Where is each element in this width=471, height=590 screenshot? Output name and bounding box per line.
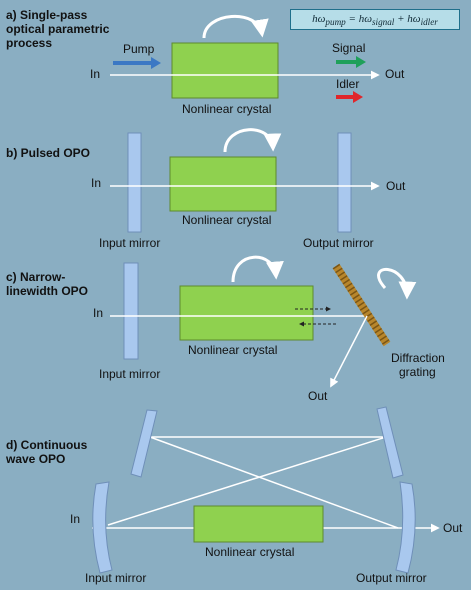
idler-label: Idler	[336, 77, 360, 91]
top-right-mirror-d	[376, 406, 404, 479]
crystal-a	[171, 42, 279, 99]
input-label-b: In	[91, 176, 102, 190]
signal-label: Signal	[332, 41, 366, 55]
curved-arrow-b	[223, 128, 282, 153]
crystal-b	[169, 156, 277, 212]
panel-b-title: b) Pulsed OPO	[6, 146, 91, 160]
output-label-c: Out	[308, 389, 328, 403]
panel-a-title-line-2: optical parametric	[6, 22, 110, 36]
input-label-c: In	[93, 306, 104, 320]
grating-label-line-1: Diffraction	[391, 351, 445, 365]
signal-arrow	[336, 56, 366, 68]
input-mirror-label-b: Input mirror	[99, 236, 161, 250]
grating-teeth	[332, 263, 391, 347]
curved-arrow-c	[231, 255, 284, 283]
input-mirror-label-d: Input mirror	[85, 571, 147, 585]
input-mirror-d	[92, 481, 113, 574]
panel-c-title-line-2: linewidth OPO	[6, 284, 89, 298]
crystal-label-b: Nonlinear crystal	[182, 213, 272, 227]
output-mirror-b	[337, 132, 352, 233]
output-label-a: Out	[385, 67, 405, 81]
panel-d	[92, 406, 440, 574]
pump-label: Pump	[123, 42, 155, 56]
panel-c-title-line-1: c) Narrow-	[6, 270, 66, 284]
crystal-d	[193, 505, 324, 543]
output-label-b: Out	[386, 179, 406, 193]
crystal-label-d: Nonlinear crystal	[205, 545, 295, 559]
input-label-a: In	[90, 67, 101, 81]
panel-b	[110, 128, 380, 233]
input-mirror-b	[127, 132, 142, 233]
energy-conservation-equation: hωpump = hωsignal + hωidler	[290, 9, 460, 30]
panel-a-title-line-1: a) Single-pass	[6, 8, 88, 22]
panel-d-title-line-1: d) Continuous	[6, 438, 88, 452]
pump-arrow	[113, 57, 161, 69]
diffracted-beam	[330, 315, 368, 388]
output-label-d: Out	[443, 521, 463, 535]
output-mirror-d	[395, 481, 416, 574]
top-left-mirror-d	[130, 409, 158, 478]
curved-arrow-a	[202, 14, 269, 39]
panel-a	[110, 14, 380, 103]
output-mirror-label-d: Output mirror	[356, 571, 427, 585]
curved-arrow-grating	[377, 267, 417, 300]
panel-a-title-line-3: process	[6, 36, 53, 50]
output-mirror-label-b: Output mirror	[303, 236, 374, 250]
input-mirror-c	[123, 262, 139, 360]
crystal-label-a: Nonlinear crystal	[182, 102, 272, 116]
panel-c	[110, 255, 417, 388]
crystal-c	[179, 285, 314, 341]
input-label-d: In	[70, 512, 81, 526]
input-mirror-label-c: Input mirror	[99, 367, 161, 381]
cavity-beams	[107, 436, 399, 529]
idler-arrow	[336, 91, 363, 103]
grating-label-line-2: grating	[399, 365, 436, 379]
crystal-label-c: Nonlinear crystal	[188, 343, 278, 357]
panel-d-title-line-2: wave OPO	[6, 452, 66, 466]
